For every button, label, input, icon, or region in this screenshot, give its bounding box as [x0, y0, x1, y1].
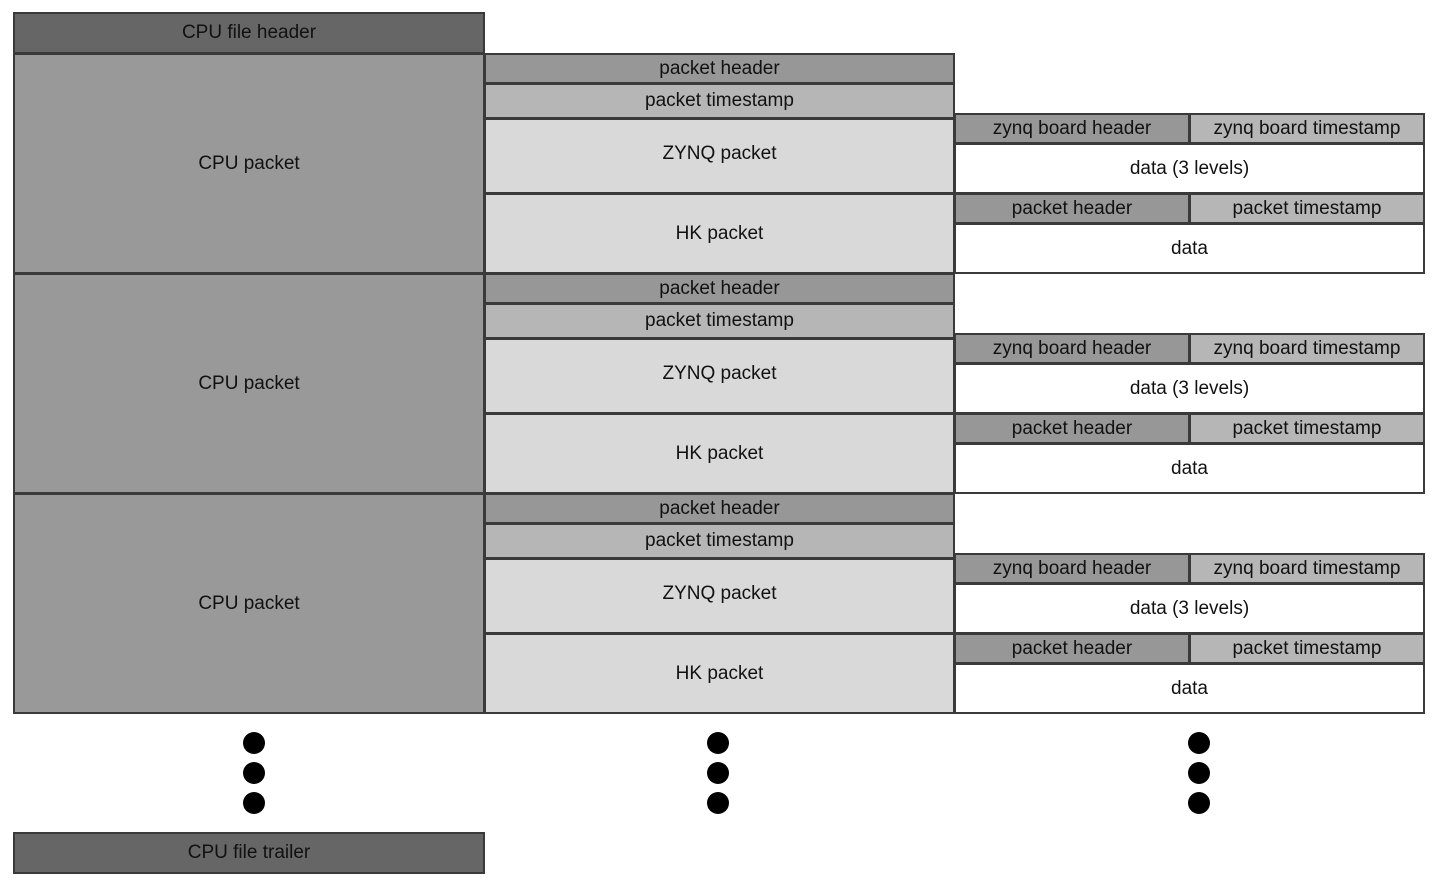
- ellipsis-dot: [707, 762, 729, 784]
- hk-packet-header: packet header: [954, 413, 1190, 444]
- ellipsis-dot: [707, 732, 729, 754]
- cpu-packet: CPU packet: [13, 273, 485, 494]
- cpu-packet: CPU packet: [13, 53, 485, 274]
- packet-header: packet header: [484, 53, 955, 84]
- ellipsis-dot: [243, 762, 265, 784]
- cpu-file-trailer: CPU file trailer: [13, 832, 485, 874]
- packet-timestamp: packet timestamp: [484, 523, 955, 559]
- packet-header: packet header: [484, 273, 955, 304]
- zynq-packet: ZYNQ packet: [484, 118, 955, 194]
- hk-packet: HK packet: [484, 193, 955, 274]
- ellipsis-dot: [243, 732, 265, 754]
- hk-packet: HK packet: [484, 633, 955, 714]
- ellipsis-dot: [1188, 792, 1210, 814]
- hk-packet: HK packet: [484, 413, 955, 494]
- ellipsis-dot: [707, 792, 729, 814]
- cpu-packet: CPU packet: [13, 493, 485, 714]
- hk-packet-timestamp: packet timestamp: [1189, 193, 1425, 224]
- packet-header: packet header: [484, 493, 955, 524]
- packet-timestamp: packet timestamp: [484, 303, 955, 339]
- zynq-board-header: zynq board header: [954, 333, 1190, 364]
- ellipsis-dot: [1188, 732, 1210, 754]
- hk-data: data: [954, 663, 1425, 714]
- zynq-board-timestamp: zynq board timestamp: [1189, 333, 1425, 364]
- zynq-board-header: zynq board header: [954, 553, 1190, 584]
- cpu-file-header: CPU file header: [13, 12, 485, 54]
- packet-timestamp: packet timestamp: [484, 83, 955, 119]
- hk-packet-header: packet header: [954, 193, 1190, 224]
- zynq-data: data (3 levels): [954, 583, 1425, 634]
- ellipsis-dot: [243, 792, 265, 814]
- zynq-board-header: zynq board header: [954, 113, 1190, 144]
- zynq-board-timestamp: zynq board timestamp: [1189, 553, 1425, 584]
- zynq-packet: ZYNQ packet: [484, 338, 955, 414]
- zynq-data: data (3 levels): [954, 363, 1425, 414]
- zynq-data: data (3 levels): [954, 143, 1425, 194]
- hk-packet-header: packet header: [954, 633, 1190, 664]
- zynq-board-timestamp: zynq board timestamp: [1189, 113, 1425, 144]
- hk-packet-timestamp: packet timestamp: [1189, 413, 1425, 444]
- zynq-packet: ZYNQ packet: [484, 558, 955, 634]
- ellipsis-dot: [1188, 762, 1210, 784]
- hk-data: data: [954, 443, 1425, 494]
- hk-data: data: [954, 223, 1425, 274]
- hk-packet-timestamp: packet timestamp: [1189, 633, 1425, 664]
